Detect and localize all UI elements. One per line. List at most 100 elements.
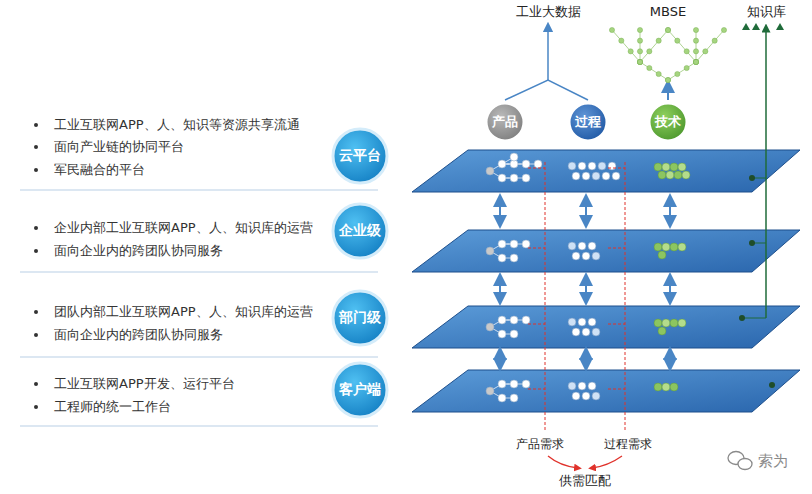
- process-dot: [582, 252, 590, 260]
- bullet-text: 企业内部工业互联网APP、人、知识库的运营: [52, 220, 315, 236]
- tech-dot: [654, 243, 662, 251]
- mbse-dot: [637, 38, 642, 43]
- mbse-dot: [684, 65, 689, 70]
- tech-dot: [658, 327, 666, 335]
- circle-label: 企业级: [339, 222, 381, 240]
- mbse-dot: [693, 59, 698, 64]
- tech-dot: [662, 319, 670, 327]
- tech-dot: [662, 383, 670, 391]
- mbse-dot: [675, 38, 680, 43]
- circle-outline: [333, 204, 387, 258]
- level-circle: 客户端: [331, 361, 389, 419]
- product-dot: [498, 316, 506, 324]
- process-dot: [572, 392, 580, 400]
- process-dot: [582, 392, 590, 400]
- tech-dot: [666, 171, 674, 179]
- match-arrows: [548, 456, 622, 468]
- mbse-dot: [609, 27, 614, 32]
- product-dot: [486, 247, 494, 255]
- product-dot: [510, 380, 518, 388]
- tech-dot: [682, 171, 690, 179]
- demand-label: 产品需求: [514, 437, 566, 451]
- process-dot: [592, 328, 600, 336]
- process-dot: [602, 172, 610, 180]
- product-dot: [498, 174, 506, 182]
- category-circle: 过程: [567, 101, 609, 143]
- process-dot: [582, 172, 590, 180]
- dot-clusters: [486, 153, 690, 402]
- mbse-dot: [637, 59, 642, 64]
- process-dot: [568, 318, 576, 326]
- product-dot: [510, 240, 518, 248]
- product-dot: [510, 254, 518, 262]
- process-dot: [592, 392, 600, 400]
- process-dot: [588, 318, 596, 326]
- product-dot: [498, 380, 506, 388]
- plane-dots: [486, 380, 678, 402]
- circle-label: 客户端: [339, 381, 381, 399]
- product-dot: [486, 167, 494, 175]
- process-dot: [578, 318, 586, 326]
- bullet-dots: [34, 123, 38, 409]
- circle-outline: [333, 129, 387, 183]
- tech-dot: [670, 383, 678, 391]
- product-dot: [534, 160, 542, 168]
- level-circle: 云平台: [331, 127, 389, 185]
- mbse-dot: [665, 77, 670, 82]
- product-dot: [498, 330, 506, 338]
- mbse-dot: [665, 77, 670, 82]
- wechat-icon: [728, 452, 752, 470]
- tech-dot: [662, 243, 670, 251]
- mbse-dot: [693, 49, 698, 54]
- match-label: 供需匹配: [557, 473, 613, 489]
- tech-dot: [670, 319, 678, 327]
- process-dot: [578, 162, 586, 170]
- mbse-dot: [637, 59, 642, 64]
- process-dot: [592, 172, 600, 180]
- mbse-dot: [637, 59, 642, 64]
- tech-dot: [674, 171, 682, 179]
- mbse-dot: [656, 38, 661, 43]
- plane-dots: [486, 153, 690, 182]
- mbse-dot: [656, 71, 661, 76]
- process-dot: [572, 172, 580, 180]
- process-dot: [592, 252, 600, 260]
- mbse-dot: [637, 59, 642, 64]
- mbse-dot: [693, 59, 698, 64]
- tech-dot: [670, 163, 678, 171]
- tech-dot: [678, 243, 686, 251]
- tech-dot: [658, 171, 666, 179]
- watermark: 索为: [756, 452, 790, 470]
- product-dot: [522, 316, 530, 324]
- bullet-text: 面向企业内的跨团队协同服务: [52, 243, 225, 259]
- category-circle: 产品: [484, 101, 526, 143]
- mbse-dot: [647, 49, 652, 54]
- tech-dot: [654, 383, 662, 391]
- mbse-links: [612, 30, 724, 80]
- circle-outline: [649, 103, 687, 141]
- bullet-text: 工业互联网APP开发、运行平台: [52, 376, 237, 392]
- circle-label: 部门级: [339, 309, 381, 327]
- product-dot: [510, 394, 518, 402]
- output-label: 工业大数据: [514, 4, 583, 20]
- tech-dot: [654, 163, 662, 171]
- product-dot: [498, 254, 506, 262]
- process-dot: [598, 162, 606, 170]
- tech-dot: [678, 319, 686, 327]
- product-dot: [498, 160, 506, 168]
- process-dot: [578, 242, 586, 250]
- bullet-text: 军民融合的平台: [52, 162, 147, 178]
- tech-dot: [662, 163, 670, 171]
- circle-outline: [486, 103, 524, 141]
- category-circle: 技术: [647, 101, 689, 143]
- process-dot: [568, 242, 576, 250]
- product-dot: [522, 380, 530, 388]
- tech-dot: [670, 243, 678, 251]
- mbse-dot: [647, 65, 652, 70]
- mbse-dot: [637, 27, 642, 32]
- mbse-dot: [693, 59, 698, 64]
- mbse-dot: [619, 38, 624, 43]
- plane-dots: [486, 316, 686, 338]
- separator-lines: [20, 190, 378, 426]
- circle-outline: [333, 291, 387, 345]
